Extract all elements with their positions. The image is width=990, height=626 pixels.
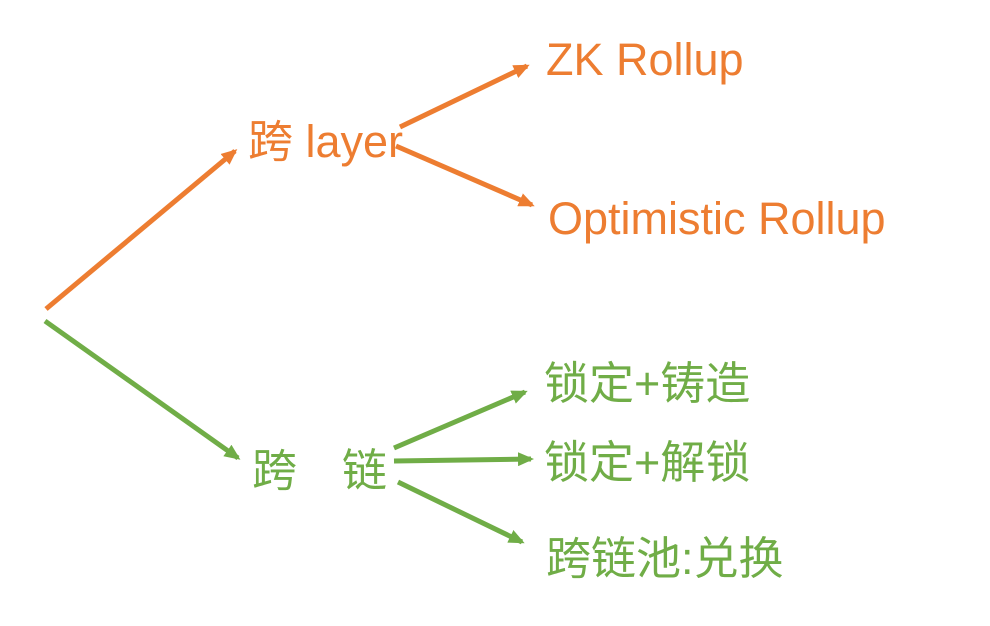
node-pool-swap: 跨链池:兑换 (546, 533, 784, 584)
edge-root-to-cross-chain (43, 318, 241, 461)
node-lock-unlock: 锁定+解锁 (544, 437, 751, 488)
node-optimistic-rollup: Optimistic Rollup (548, 193, 886, 244)
edge-cross-chain-to-lock-mint (393, 389, 528, 451)
edge-cross-layer-to-optimistic-rollup (395, 143, 535, 208)
node-zk-rollup: ZK Rollup (546, 34, 744, 85)
node-lock-mint: 锁定+铸造 (544, 358, 751, 409)
node-cross-chain: 跨 链 (252, 445, 388, 496)
edge-cross-chain-to-lock-unlock (393, 452, 534, 467)
edge-cross-chain-to-pool-swap (396, 479, 525, 545)
edge-cross-layer-to-zk-rollup (398, 63, 530, 130)
edge-root-to-cross-layer (44, 149, 238, 311)
node-cross-layer: 跨 layer (248, 116, 404, 167)
